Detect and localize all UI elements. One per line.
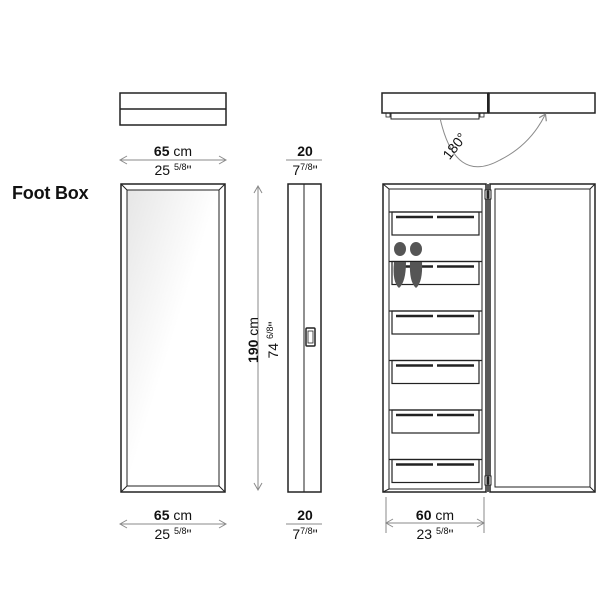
width-cm-value: 65 [153,143,170,159]
product-title: Foot Box [12,183,89,203]
top-view-front [119,92,227,126]
width-inch-whole: 25 [154,162,171,178]
width-unit-bottom: cm [173,507,193,523]
open-front-view-carcass [382,183,487,493]
width-inch-mark: " [186,162,192,178]
depth-cm-value: 20 [297,143,313,159]
shelf [389,310,482,335]
width-inch-frac-bottom: 5/8 [173,526,187,536]
depth-inch-mark-bottom: " [312,526,318,542]
inner-width-inch-frac: 5/8 [435,526,449,536]
width-inch-mark-bottom: " [186,526,192,542]
depth-label-bottom: 20 77/8" [280,507,330,542]
depth-cm-value-bottom: 20 [297,507,313,523]
front-view-mirror [120,183,226,493]
depth-label-top: 20 77/8" [280,143,330,178]
width-inch-frac: 5/8 [173,162,187,172]
depth-inch-frac-bottom: 7/8 [300,526,313,536]
height-cm-value: 190 [245,339,261,363]
height-label: 190 cm 74 6/8" [245,295,281,385]
rotation-arc [439,113,547,168]
inner-width-label: 60 cm 23 5/8" [386,507,484,542]
open-door [489,183,596,493]
inner-width-unit: cm [435,507,455,523]
shelf [389,359,482,385]
hinges [484,184,492,492]
inner-width-inch-mark: " [448,526,454,542]
height-inch-mark: " [265,321,281,327]
inner-width-cm-value: 60 [415,507,432,523]
top-view-open [381,92,596,120]
depth-inch-frac: 7/8 [300,162,313,172]
depth-inch-whole-bottom: 7 [292,526,301,542]
height-inch-whole: 74 [265,342,281,359]
width-inch-whole-bottom: 25 [154,526,171,542]
shelf [389,211,482,236]
width-unit: cm [173,143,193,159]
shelf [389,458,482,484]
width-label-bottom: 65 cm 25 5/8" [122,507,224,542]
depth-inch-whole: 7 [292,162,301,178]
shoes-icon [393,242,423,288]
shoe-shelves [389,211,482,484]
shelf [389,409,482,434]
width-label-top: 65 cm 25 5/8" [122,143,224,178]
depth-inch-mark: " [312,162,318,178]
inner-width-inch-whole: 23 [416,526,433,542]
side-view [287,183,322,493]
width-cm-value-bottom: 65 [153,507,170,523]
height-inch-frac: 6/8 [265,326,275,340]
height-unit: cm [245,317,261,336]
